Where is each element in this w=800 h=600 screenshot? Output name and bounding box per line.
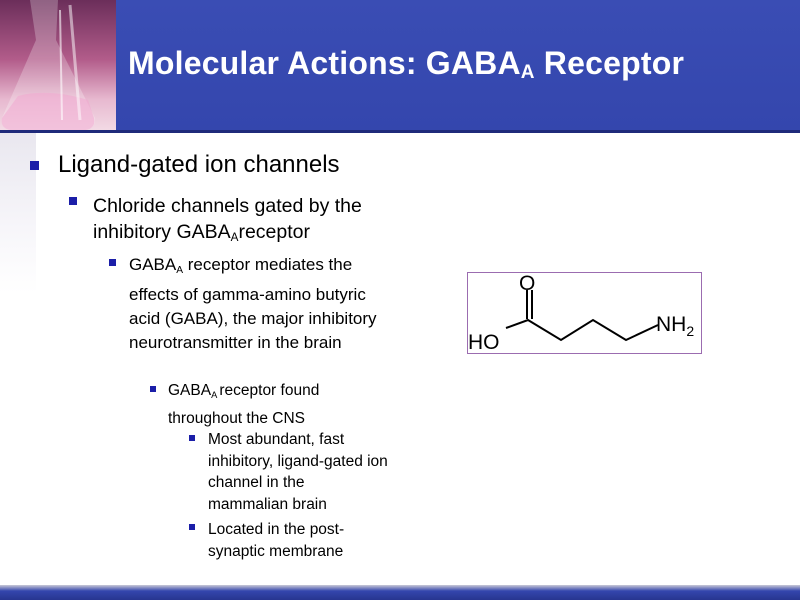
bullet-marker: [30, 161, 39, 170]
bullet-marker: [189, 524, 195, 530]
bullet-marker: [150, 386, 156, 392]
footer-bar: [0, 585, 800, 600]
bullet-level1: Ligand-gated ion channels: [58, 151, 340, 178]
flask-image: [0, 0, 116, 132]
slide-title: Molecular Actions: GABAA Receptor: [128, 45, 685, 83]
bullet-marker: [189, 435, 195, 441]
carbon-chain: [505, 318, 659, 342]
title-bar: Molecular Actions: GABAA Receptor: [0, 0, 800, 133]
bullet-level5: Most abundant, fast inhibitory, ligand-g…: [208, 431, 388, 513]
bullet-level3: GABAA receptor mediates the effects of g…: [129, 255, 377, 352]
header-divider: [0, 130, 800, 133]
bullet-level2: Chloride channels gated by the inhibitor…: [93, 195, 362, 244]
bullet-level4: GABAA receptor found throughout the CNS: [168, 382, 320, 427]
bullet-marker: [69, 197, 77, 205]
gaba-structure: O HO NH2: [467, 272, 702, 354]
oxygen-label: O: [519, 273, 535, 295]
bullet-level5: Located in the post-synaptic membrane: [208, 521, 345, 560]
hydroxyl-label: HO: [468, 331, 500, 353]
bullet-marker: [109, 259, 116, 266]
amine-label: NH2: [656, 313, 694, 339]
side-decoration: [0, 133, 36, 293]
